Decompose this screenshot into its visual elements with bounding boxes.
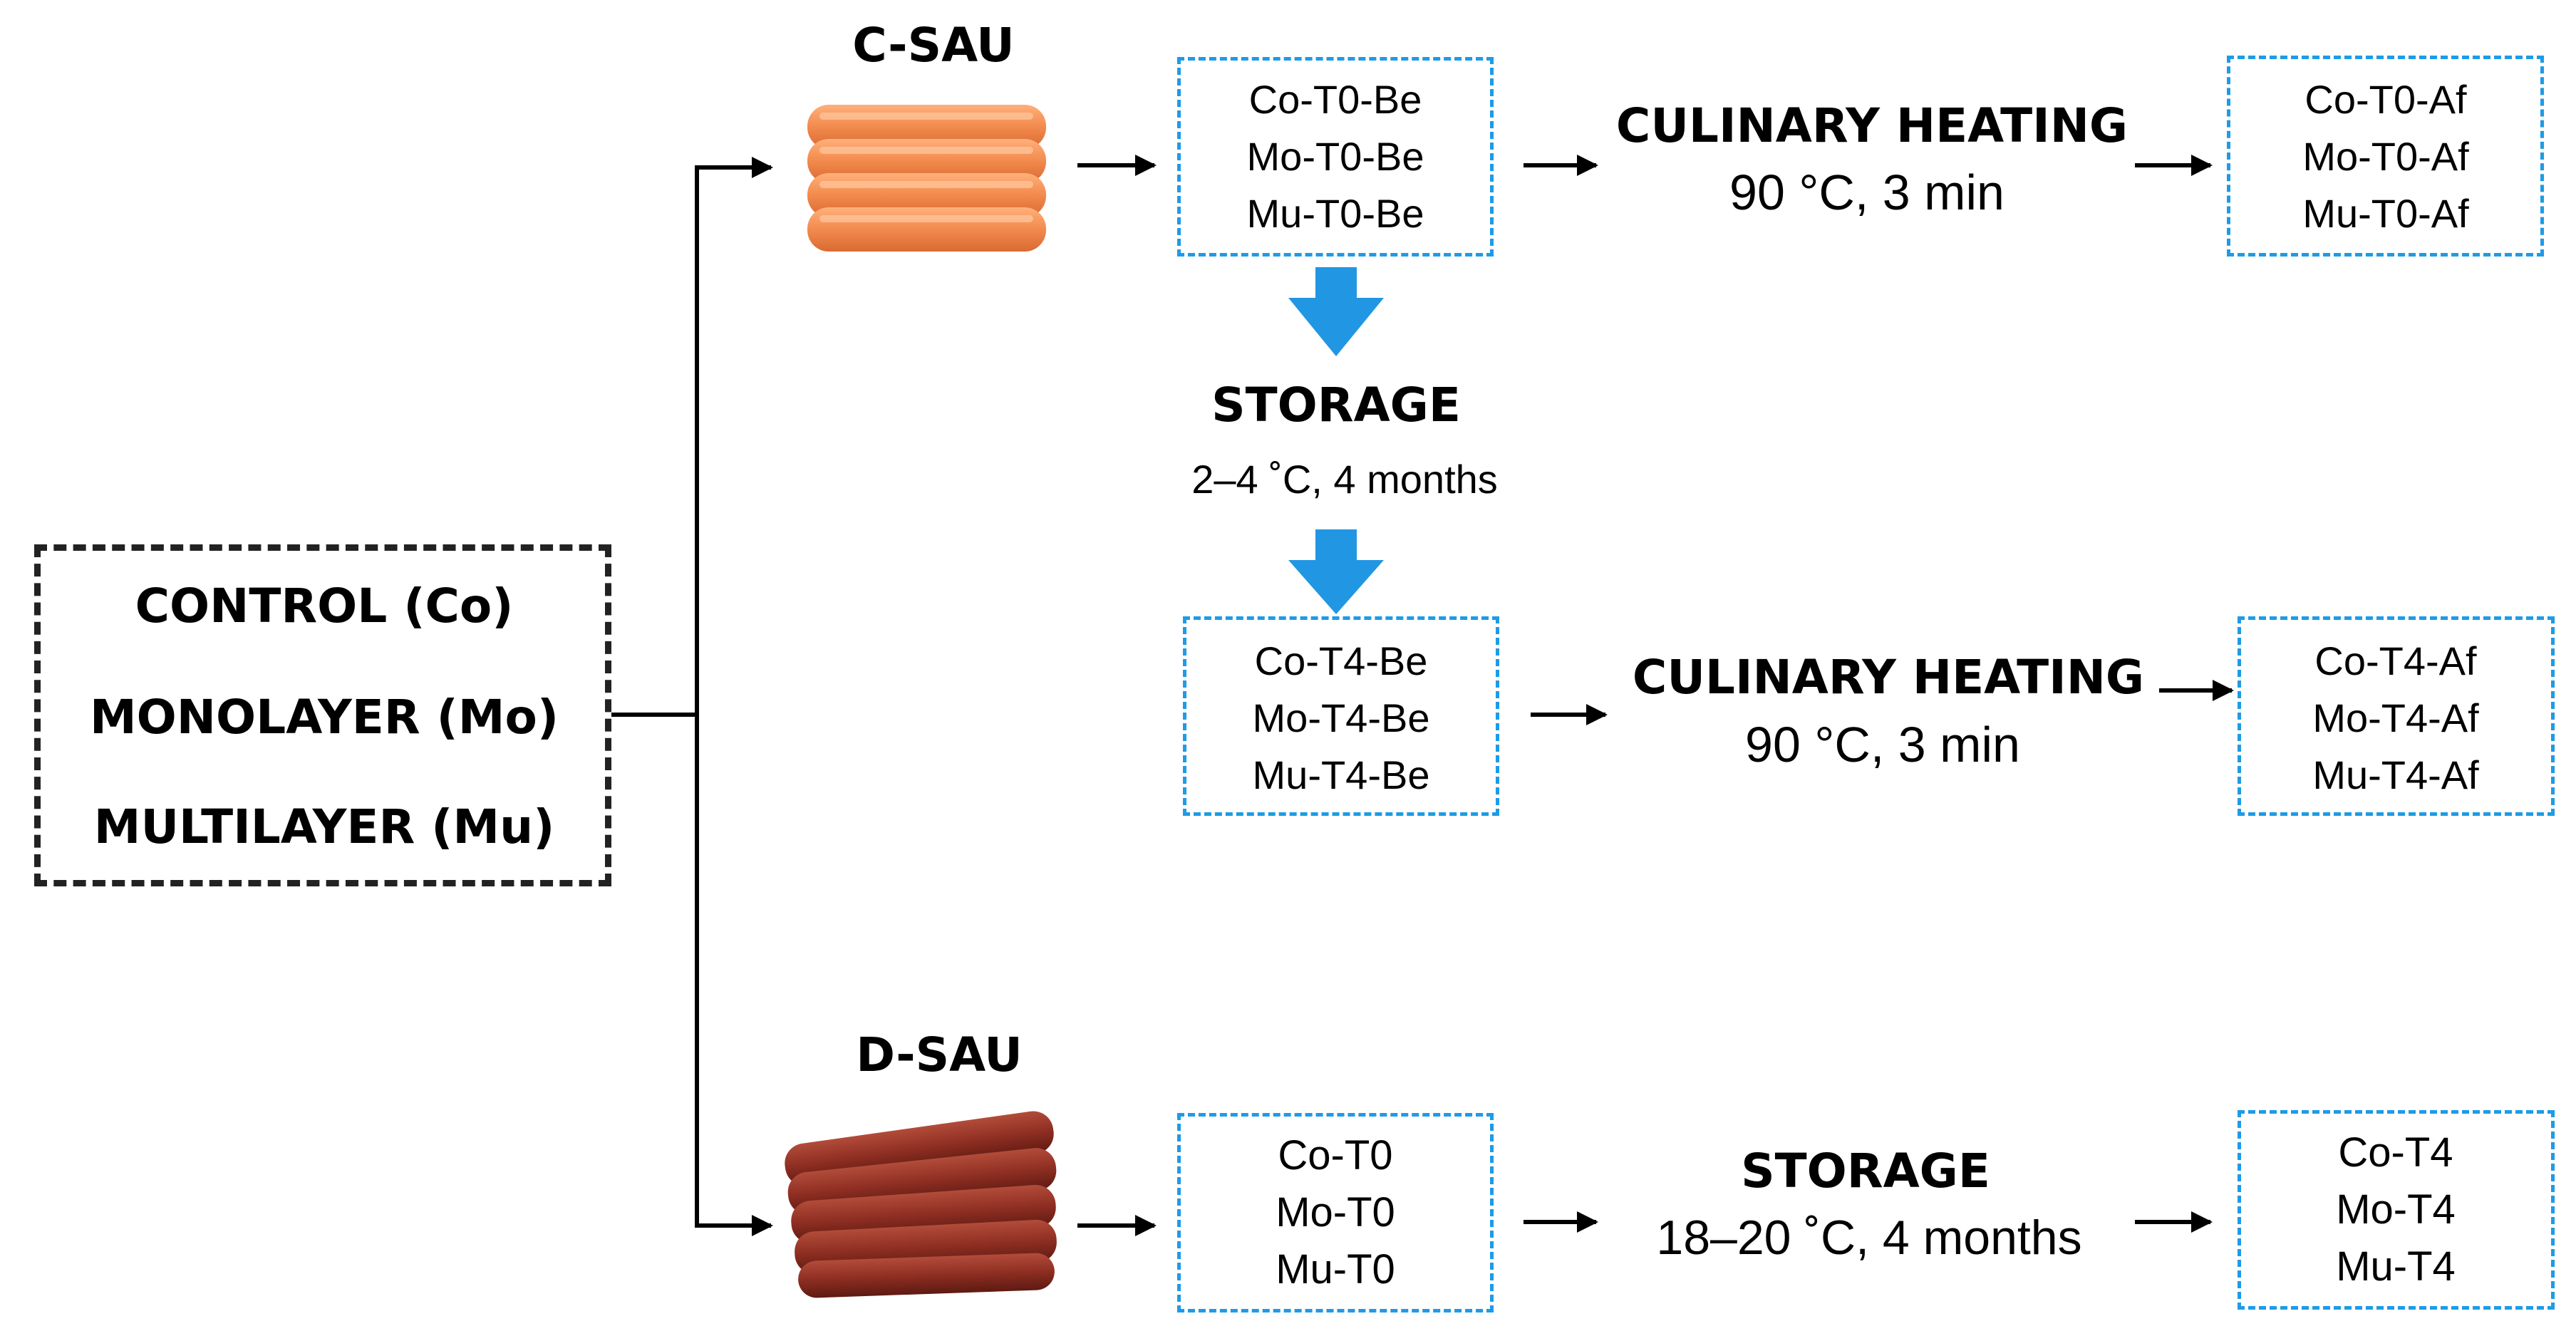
sample-label: Co-T4-Be — [1254, 638, 1428, 683]
sample-label: Co-T0 — [1278, 1132, 1393, 1179]
dsau-title: D-SAU — [856, 1027, 1023, 1082]
sample-label: Mu-T0-Be — [1246, 191, 1424, 236]
sample-label: Mu-T0-Af — [2302, 191, 2469, 236]
heating2-title: CULINARY HEATING — [1632, 650, 2145, 705]
sample-label: Co-T0-Af — [2305, 77, 2467, 122]
heating2-conditions: 90 °C, 3 min — [1745, 717, 2020, 772]
csau-t4-before-list: Co-T4-Be Mo-T4-Be Mu-T4-Be — [1253, 633, 1430, 804]
csau-t0-after-list: Co-T0-Af Mo-T0-Af Mu-T0-Af — [2302, 71, 2468, 242]
sample-label: Mo-T4 — [2336, 1186, 2456, 1233]
sample-label: Mu-T4 — [2336, 1243, 2456, 1290]
sample-label: Mo-T0 — [1276, 1189, 1395, 1236]
dry-sausages-image — [785, 1111, 1057, 1298]
heating1-title: CULINARY HEATING — [1615, 98, 2128, 153]
csau-t0-before-box — [1177, 57, 1494, 257]
csau-t4-after-list: Co-T4-Af Mo-T4-Af Mu-T4-Af — [2312, 633, 2478, 804]
down-arrow-icon — [1288, 529, 1384, 614]
csau-storage-conditions: 2–4 ˚C, 4 months — [1191, 457, 1498, 502]
heating1-conditions: 90 °C, 3 min — [1729, 165, 2005, 220]
dsau-storage-title: STORAGE — [1741, 1144, 1990, 1198]
sample-label: Mo-T4-Be — [1252, 695, 1430, 740]
group-label-multilayer: MULTILAYER (Mu) — [93, 799, 555, 854]
csau-t0-before-list: Co-T0-Be Mo-T0-Be Mu-T0-Be — [1247, 71, 1424, 242]
sample-label: Co-T0-Be — [1248, 77, 1422, 122]
flow-arrows — [1077, 155, 2234, 1236]
csau-t4-after-box — [2238, 616, 2555, 816]
dsau-t0-box — [1177, 1113, 1494, 1312]
csau-t4-before-box — [1183, 616, 1499, 816]
csau-storage-title: STORAGE — [1211, 378, 1461, 433]
dsau-t4-box — [2238, 1110, 2555, 1310]
dsau-t4-list: Co-T4 Mo-T4 Mu-T4 — [2336, 1124, 2456, 1295]
sample-label: Mu-T4-Be — [1252, 752, 1430, 797]
sample-label: Mo-T0-Af — [2302, 134, 2469, 179]
dsau-storage-conditions: 18–20 ˚C, 4 months — [1656, 1211, 2082, 1265]
sample-label: Co-T4-Af — [2314, 638, 2477, 683]
csau-t0-after-box — [2227, 56, 2544, 257]
down-arrow-icon — [1288, 267, 1384, 356]
sample-label: Mo-T0-Be — [1246, 134, 1424, 179]
sample-label: Co-T4 — [2338, 1129, 2453, 1176]
sample-label: Mo-T4-Af — [2312, 695, 2479, 740]
csau-title: C-SAU — [852, 18, 1015, 73]
cooked-sausages-image — [807, 105, 1046, 252]
sample-label: Mu-T4-Af — [2312, 752, 2479, 797]
group-label-control: CONTROL (Co) — [135, 579, 514, 633]
group-label-monolayer: MONOLAYER (Mo) — [90, 690, 559, 745]
sample-label: Mu-T0 — [1276, 1246, 1395, 1293]
dsau-t0-list: Co-T0 Mo-T0 Mu-T0 — [1276, 1127, 1395, 1298]
treatment-groups-box — [34, 544, 611, 886]
branch-lines — [611, 157, 773, 1236]
